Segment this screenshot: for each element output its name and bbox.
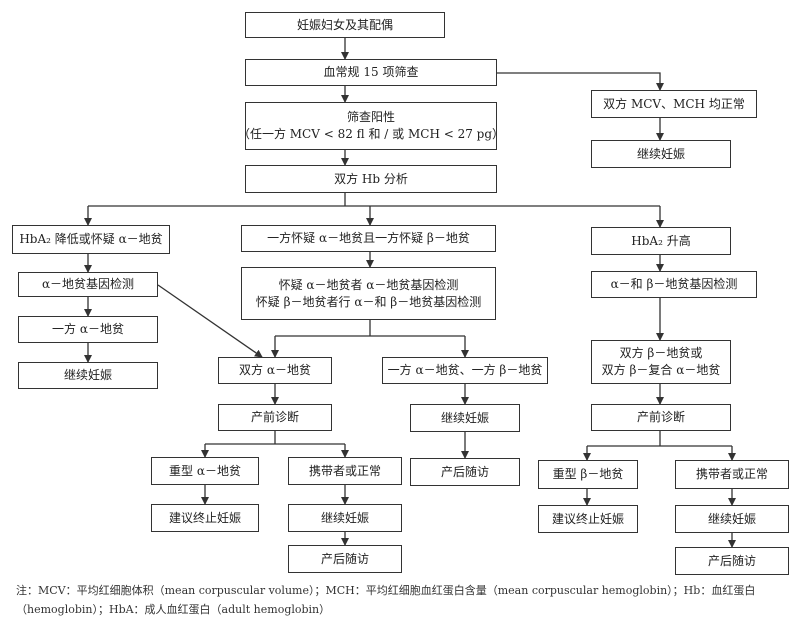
node-prenatal-right: 产前诊断 [591, 404, 731, 431]
node-followup-mid-right: 产后随访 [410, 458, 520, 486]
node-carrier-mid: 携带者或正常 [288, 457, 402, 485]
node-suspect-gene-tests: 怀疑 α－地贫者 α－地贫基因检测 怀疑 β－地贫者行 α－和 β－地贫基因检测 [241, 267, 496, 320]
node-one-alpha-one-beta: 一方怀疑 α－地贫且一方怀疑 β－地贫 [241, 225, 496, 252]
node-couple: 妊娠妇女及其配偶 [245, 12, 445, 38]
node-screen-positive: 筛查阳性 （任一方 MCV < 82 fl 和 / 或 MCH < 27 pg） [238, 102, 504, 150]
node-continue-mid-bottom: 继续妊娠 [288, 504, 402, 532]
node-alpha-gene-test: α－地贫基因检测 [18, 272, 158, 297]
footnote: 注：MCV：平均红细胞体积（mean corpuscular volume）；M… [16, 584, 756, 616]
node-normal-mcv: 双方 MCV、MCH 均正常 [591, 90, 757, 118]
node-ab-gene-test: α－和 β－地贫基因检测 [591, 271, 757, 298]
node-continue-mid-right: 继续妊娠 [410, 404, 520, 432]
node-both-beta: 双方 β－地贫或 双方 β－复合 α－地贫 [591, 340, 731, 384]
node-hba2-low: HbA₂ 降低或怀疑 α－地贫 [12, 225, 170, 254]
node-one-side-alpha: 一方 α－地贫 [18, 316, 158, 343]
node-severe-alpha: 重型 α－地贫 [151, 457, 259, 485]
node-blood-test: 血常规 15 项筛查 [245, 59, 497, 86]
node-severe-beta: 重型 β－地贫 [538, 460, 638, 489]
node-continue-right-bottom: 继续妊娠 [675, 505, 789, 533]
node-followup-mid-bottom: 产后随访 [288, 545, 402, 573]
node-terminate-right: 建议终止妊娠 [538, 505, 638, 533]
arrow-alphagene-to-bothalpha [157, 284, 263, 358]
node-hba2-high: HbA₂ 升高 [591, 227, 731, 255]
node-alpha-and-beta: 一方 α－地贫、一方 β－地贫 [382, 357, 548, 384]
node-carrier-right: 携带者或正常 [675, 460, 789, 489]
node-continue-top-right: 继续妊娠 [591, 140, 731, 168]
node-terminate-mid: 建议终止妊娠 [151, 504, 259, 532]
node-continue-left: 继续妊娠 [18, 362, 158, 389]
node-prenatal-mid: 产前诊断 [218, 404, 332, 431]
arrow-bloodtest-to-normal [497, 72, 664, 91]
node-hb-analysis: 双方 Hb 分析 [245, 165, 497, 193]
node-followup-right-bottom: 产后随访 [675, 547, 789, 575]
node-both-alpha: 双方 α－地贫 [218, 357, 332, 384]
